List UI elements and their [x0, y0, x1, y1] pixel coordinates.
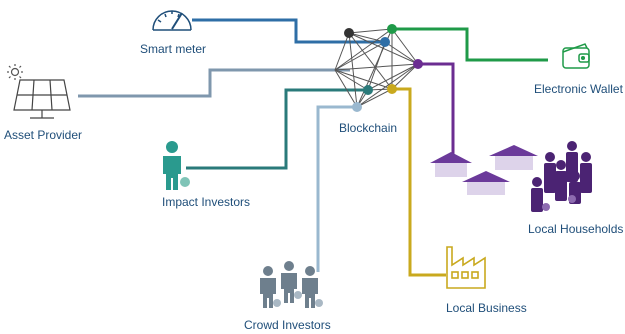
node-households	[413, 59, 423, 69]
node-top	[344, 28, 354, 38]
gauge-icon	[152, 10, 192, 31]
local-households-label: Local Households	[528, 222, 624, 236]
node-wallet	[387, 24, 397, 34]
households-connection	[418, 62, 455, 158]
node-crowd-investors	[352, 102, 362, 112]
electronic-wallet-label: Electronic Wallet	[534, 82, 623, 96]
node-local-business	[387, 84, 397, 94]
sun-icon	[7, 64, 23, 80]
smart-meter-label: Smart meter	[140, 42, 207, 56]
crowd-investors-label: Crowd Investors	[244, 318, 331, 332]
house-icon	[430, 152, 472, 177]
solar-panel-icon	[13, 79, 71, 119]
local-business-connection	[391, 87, 446, 277]
factory-icon	[446, 246, 486, 289]
asset-provider-connection	[78, 68, 350, 98]
impact-investors-connection	[186, 88, 368, 170]
people-group-icon	[531, 141, 592, 212]
wallet-connection	[392, 27, 548, 62]
house-icon	[489, 145, 538, 170]
house-icon	[462, 171, 510, 195]
smart-meter-connection	[192, 18, 385, 44]
impact-investors-label: Impact Investors	[162, 195, 251, 209]
node-impact-investors	[363, 85, 373, 95]
investor-icon	[163, 141, 190, 190]
people-group-icon	[260, 261, 323, 308]
crowd-investors-connection	[316, 105, 357, 272]
local-business-label: Local Business	[446, 301, 527, 315]
asset-provider-label: Asset Provider	[4, 128, 83, 142]
blockchain-label: Blockchain	[339, 121, 398, 135]
wallet-icon	[562, 43, 590, 69]
node-smart-meter	[380, 37, 390, 47]
